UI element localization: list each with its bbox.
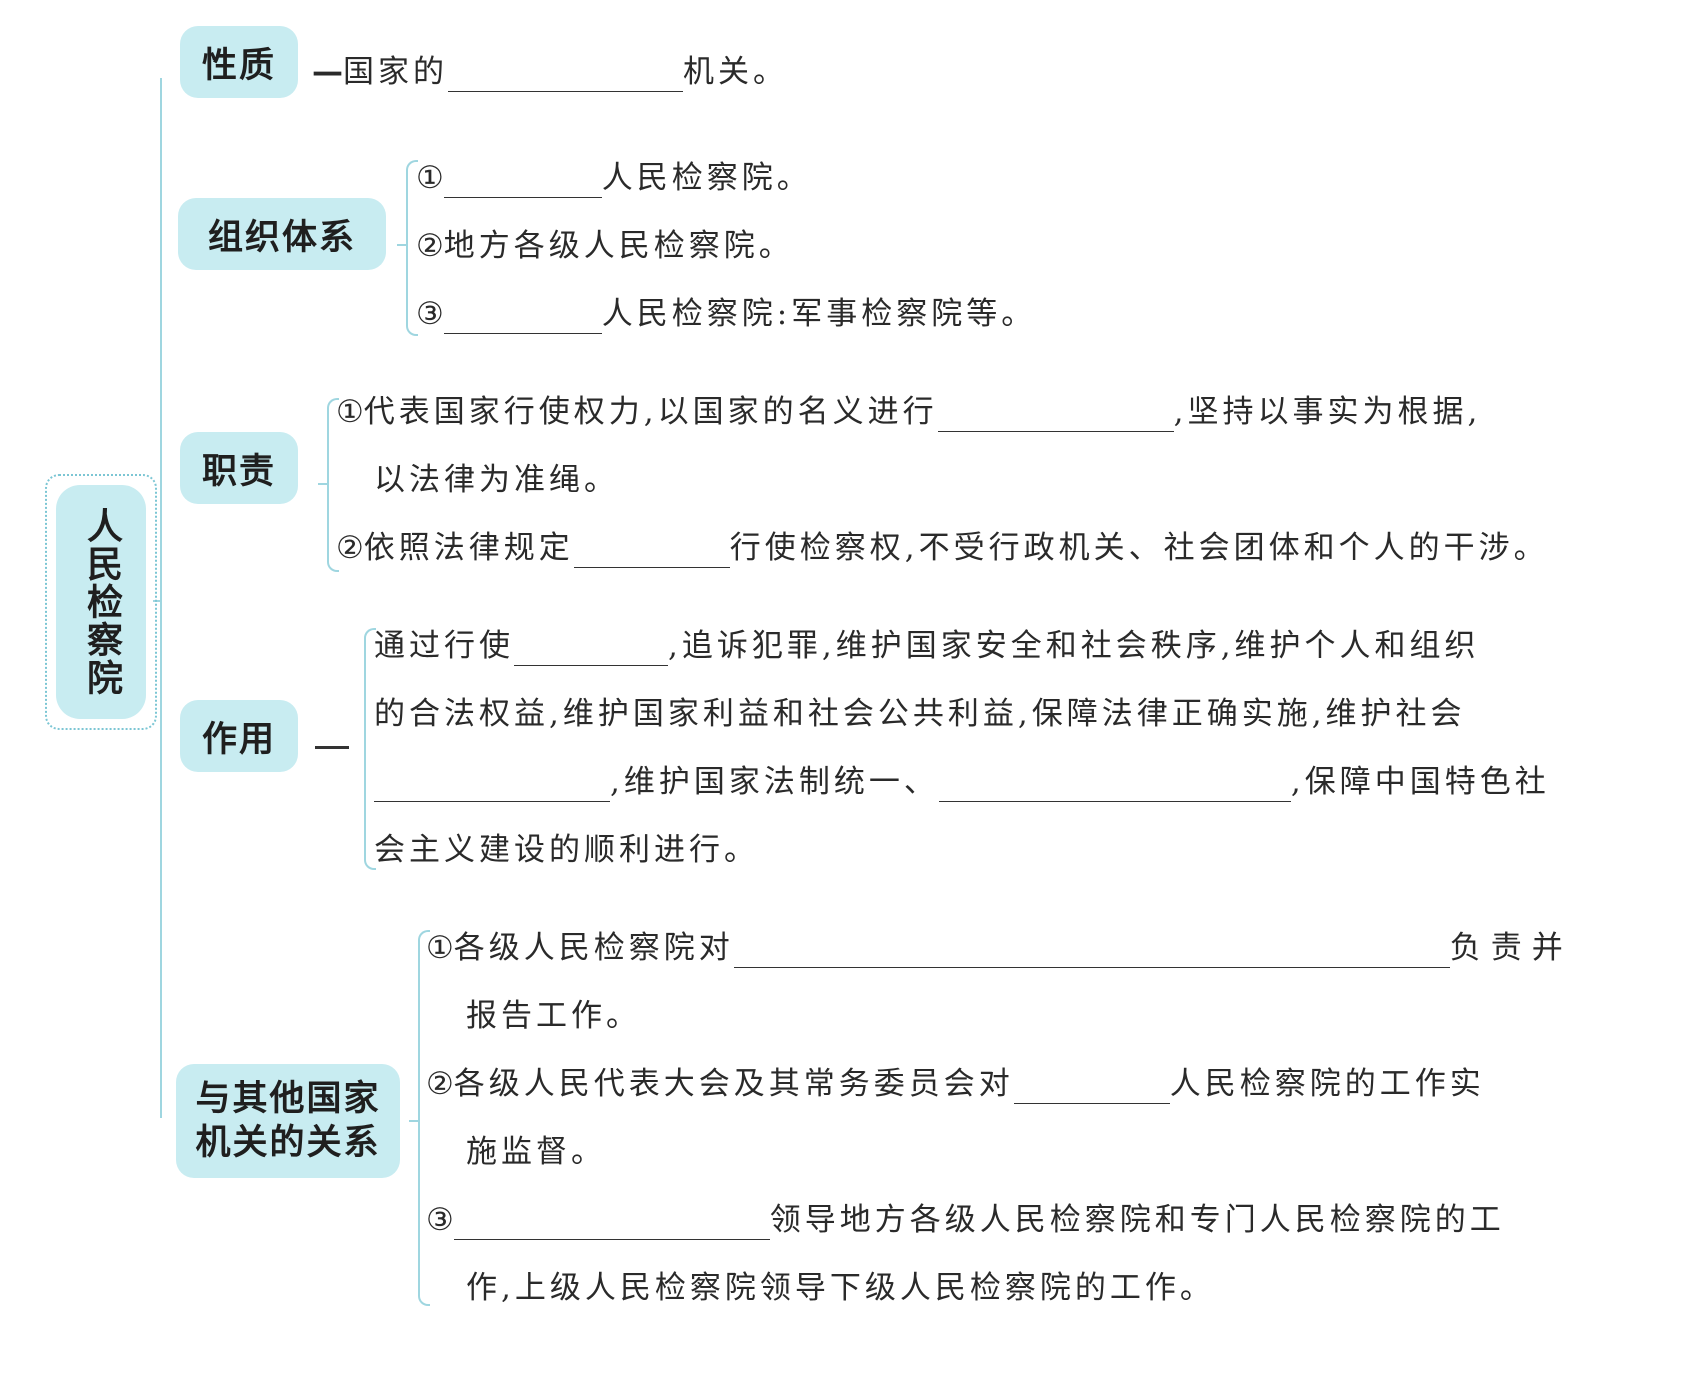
- rel-item-1-cont: 报告工作。: [466, 998, 641, 1034]
- role-dash-line: [315, 746, 349, 749]
- org-text-2: 地方各级人民检察院。: [443, 228, 794, 264]
- root-node-frame: 人民检察院: [45, 474, 157, 730]
- node-organization: 组织体系: [178, 198, 386, 270]
- org-item-1: ① 人民检察院。: [416, 158, 812, 198]
- duty-text-2b: 行使检察权,不受行政机关、社会团体和个人的干涉。: [729, 530, 1549, 566]
- role-text-3a: ,维护国家法制统一、: [610, 764, 939, 800]
- role-blank-1[interactable]: [514, 631, 668, 666]
- role-line-2: 的合法权益,维护国家利益和社会公共利益,保障法律正确实施,维护社会: [374, 696, 1466, 732]
- rel-num-1: ①: [426, 930, 454, 966]
- duty-brace: [327, 398, 339, 572]
- org-num-3: ③: [416, 296, 444, 332]
- relations-brace: [418, 930, 430, 1306]
- node-role: 作用: [180, 700, 298, 772]
- duty-text-1a: 代表国家行使权力,以国家的名义进行: [363, 394, 938, 430]
- rel-item-3-cont: 作,上级人民检察院领导下级人民检察院的工作。: [466, 1270, 1215, 1306]
- rel-text-3a: 领导地方各级人民检察院和专门人民检察院的工: [769, 1202, 1505, 1238]
- org-item-3: ③ 人民检察院:军事检察院等。: [416, 294, 1036, 334]
- nature-blank[interactable]: [448, 57, 683, 92]
- duty-blank-1[interactable]: [937, 397, 1174, 432]
- duty-item-1-cont: 以法律为准绳。: [374, 462, 619, 498]
- org-item-2: ②地方各级人民检察院。: [416, 226, 794, 266]
- duty-text-1b: ,坚持以事实为根据,: [1173, 394, 1482, 430]
- rel-text-2a: 各级人民代表大会及其常务委员会对: [453, 1066, 1014, 1102]
- org-num-2: ②: [416, 228, 444, 264]
- rel-num-2: ②: [426, 1066, 454, 1102]
- rel-item-2-cont: 施监督。: [466, 1134, 606, 1170]
- nature-after: 机关。: [683, 54, 788, 90]
- duty-num-2: ②: [336, 530, 364, 566]
- relations-brace-tip: [409, 1120, 419, 1122]
- root-node: 人民检察院: [56, 485, 146, 719]
- role-text-1b: ,追诉犯罪,维护国家安全和社会秩序,维护个人和组织: [668, 628, 1480, 664]
- org-num-1: ①: [416, 160, 444, 196]
- rel-item-1: ①各级人民检察院对 负责并: [426, 928, 1573, 968]
- nature-before: 国家的: [343, 54, 448, 90]
- nature-text: —国家的 机关。: [312, 52, 788, 92]
- rel-blank-3[interactable]: [453, 1205, 770, 1240]
- node-nature: 性质: [180, 26, 298, 98]
- duty-item-2: ②依照法律规定 行使检察权,不受行政机关、社会团体和个人的干涉。: [336, 528, 1549, 568]
- duty-num-1: ①: [336, 394, 364, 430]
- role-line-3: ,维护国家法制统一、 ,保障中国特色社: [374, 762, 1550, 802]
- spine-to-root-line: [153, 600, 162, 602]
- node-relations: 与其他国家 机关的关系: [176, 1064, 400, 1178]
- organization-brace: [406, 160, 418, 336]
- rel-text-1a: 各级人民检察院对: [453, 930, 734, 966]
- org-text-3: 人民检察院:军事检察院等。: [601, 296, 1037, 332]
- rel-blank-1[interactable]: [733, 933, 1450, 968]
- organization-brace-tip: [397, 244, 407, 246]
- role-blank-3[interactable]: [938, 767, 1291, 802]
- main-spine-line: [160, 78, 162, 1118]
- role-blank-2[interactable]: [374, 767, 610, 802]
- duty-blank-2[interactable]: [573, 533, 730, 568]
- role-text-3b: ,保障中国特色社: [1290, 764, 1550, 800]
- duty-brace-tip: [318, 483, 328, 485]
- rel-num-3: ③: [426, 1202, 454, 1238]
- duty-text-2a: 依照法律规定: [363, 530, 574, 566]
- nature-dash: —: [312, 54, 343, 90]
- rel-item-3: ③ 领导地方各级人民检察院和专门人民检察院的工: [426, 1200, 1505, 1240]
- duty-item-1: ①代表国家行使权力,以国家的名义进行 ,坚持以事实为根据,: [336, 392, 1481, 432]
- role-line-1: 通过行使 ,追诉犯罪,维护国家安全和社会秩序,维护个人和组织: [374, 626, 1480, 666]
- rel-item-2: ②各级人民代表大会及其常务委员会对 人民检察院的工作实: [426, 1064, 1485, 1104]
- rel-text-2b: 人民检察院的工作实: [1169, 1066, 1485, 1102]
- org-blank-1[interactable]: [443, 163, 602, 198]
- relations-line-1: 与其他国家: [195, 1079, 381, 1119]
- node-duty: 职责: [180, 432, 298, 504]
- role-brace: [364, 628, 376, 870]
- org-blank-3[interactable]: [443, 299, 602, 334]
- rel-blank-2[interactable]: [1013, 1069, 1170, 1104]
- role-line-4: 会主义建设的顺利进行。: [374, 832, 759, 868]
- rel-text-1b: 负责并: [1449, 930, 1573, 966]
- org-text-1: 人民检察院。: [601, 160, 812, 196]
- role-text-1a: 通过行使: [374, 628, 514, 664]
- relations-line-2: 机关的关系: [195, 1123, 381, 1163]
